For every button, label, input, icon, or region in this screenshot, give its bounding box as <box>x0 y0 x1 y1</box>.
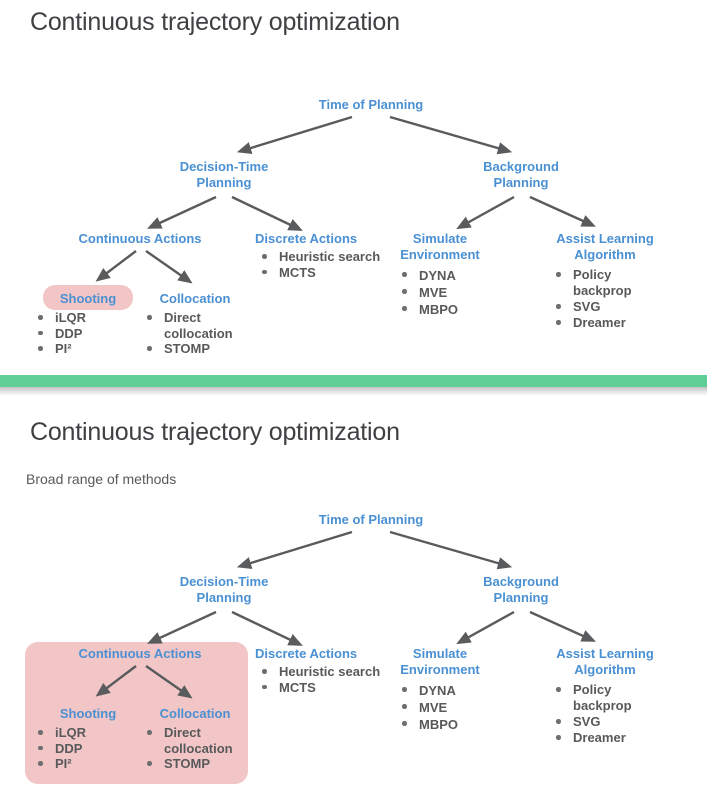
node-background-planning: Background Planning <box>483 574 559 605</box>
node-discrete-actions: Discrete Actions <box>255 231 358 246</box>
shooting-list: iLQR DDP PI² <box>32 310 86 357</box>
list-item: Direct collocation <box>141 310 233 341</box>
list-item: Policy backprop <box>550 682 642 714</box>
list-item: DYNA <box>396 267 486 284</box>
node-decision-time-planning: Decision-Time Planning <box>179 159 269 190</box>
list-item: MCTS <box>256 265 388 281</box>
list-item: DDP <box>32 741 86 757</box>
node-assist-learning-algorithm: Assist Learning Algorithm <box>556 231 654 262</box>
list-item: iLQR <box>32 310 86 326</box>
assist-learning-list: Policy backprop SVG Dreamer <box>550 682 650 746</box>
slide-1: Continuous trajectory optimization Time <box>0 0 707 374</box>
assist-learning-list: Policy backprop SVG Dreamer <box>550 267 650 331</box>
slide-divider-accent-bar <box>0 375 707 387</box>
slide-2: Continuous trajectory optimization Broad… <box>0 396 707 789</box>
list-item: SVG <box>550 714 650 730</box>
list-item: iLQR <box>32 725 86 741</box>
list-item: STOMP <box>141 756 245 772</box>
slide-1-title: Continuous trajectory optimization <box>30 8 400 36</box>
list-item: MCTS <box>256 680 388 696</box>
list-item: MBPO <box>396 301 486 318</box>
discrete-actions-list: Heuristic search MCTS <box>256 249 388 280</box>
list-item: Dreamer <box>550 315 650 331</box>
node-assist-learning-algorithm: Assist Learning Algorithm <box>556 646 654 677</box>
collocation-list: Direct collocation STOMP <box>141 310 245 357</box>
node-continuous-actions: Continuous Actions <box>78 646 202 661</box>
list-item: STOMP <box>141 341 245 357</box>
shooting-highlight <box>43 285 133 310</box>
node-decision-time-planning: Decision-Time Planning <box>179 574 269 605</box>
list-item: Heuristic search <box>256 249 388 265</box>
planning-tree-2: Time of Planning Decision-Time Planning … <box>0 511 707 789</box>
list-item: DDP <box>32 326 86 342</box>
node-continuous-actions: Continuous Actions <box>78 231 202 246</box>
node-simulate-environment: Simulate Environment <box>400 231 480 262</box>
list-item: Heuristic search <box>256 664 388 680</box>
node-time-of-planning: Time of Planning <box>318 97 424 112</box>
simulate-environment-list: DYNA MVE MBPO <box>396 682 486 733</box>
node-background-planning: Background Planning <box>483 159 559 190</box>
node-collocation: Collocation <box>159 706 231 721</box>
slide-2-title: Continuous trajectory optimization <box>30 418 400 446</box>
list-item: PI² <box>32 341 86 357</box>
list-item: MBPO <box>396 716 486 733</box>
list-item: DYNA <box>396 682 486 699</box>
discrete-actions-list: Heuristic search MCTS <box>256 664 388 695</box>
collocation-list: Direct collocation STOMP <box>141 725 245 772</box>
node-shooting: Shooting <box>59 291 117 306</box>
node-collocation: Collocation <box>159 291 231 306</box>
list-item: SVG <box>550 299 650 315</box>
slide-2-subtitle: Broad range of methods <box>26 471 177 487</box>
planning-tree-1: Time of Planning Decision-Time Planning … <box>0 96 707 376</box>
list-item: Policy backprop <box>550 267 642 299</box>
simulate-environment-list: DYNA MVE MBPO <box>396 267 486 318</box>
list-item: MVE <box>396 699 486 716</box>
node-time-of-planning: Time of Planning <box>318 512 424 527</box>
list-item: Direct collocation <box>141 725 233 756</box>
node-simulate-environment: Simulate Environment <box>400 646 480 677</box>
list-item: Dreamer <box>550 730 650 746</box>
list-item: PI² <box>32 756 86 772</box>
list-item: MVE <box>396 284 486 301</box>
node-shooting: Shooting <box>59 706 117 721</box>
node-discrete-actions: Discrete Actions <box>255 646 358 661</box>
slide-divider-shadow <box>0 387 707 396</box>
shooting-list: iLQR DDP PI² <box>32 725 86 772</box>
